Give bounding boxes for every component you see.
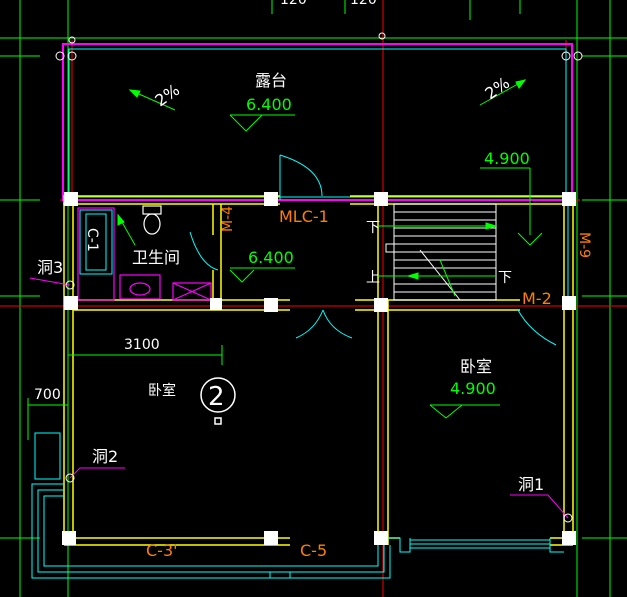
bathroom-window-label: C-1 bbox=[84, 228, 100, 252]
top-dim-2: 120 bbox=[350, 0, 377, 8]
bedroom-right-elevation: 4.900 bbox=[450, 379, 496, 398]
terrace-label: 露台 bbox=[255, 71, 287, 90]
top-dim-1: 120 bbox=[280, 0, 307, 8]
corridor-elevation: 6.400 bbox=[248, 248, 294, 267]
stair-down-top: 下 bbox=[366, 220, 380, 236]
leader-lines bbox=[29, 277, 573, 523]
terrace-parapet bbox=[62, 43, 573, 201]
dimension-lines bbox=[27, 345, 223, 440]
drawing-text: 120 120 露台 6.400 2% 2% 4.900 卫生间 C-1 MLC… bbox=[34, 0, 592, 560]
column-circles bbox=[55, 32, 583, 61]
stair-up: 上 bbox=[366, 270, 380, 286]
door-mlc1-label: MLC-1 bbox=[279, 207, 329, 226]
slope-right-label: 2% bbox=[481, 73, 513, 103]
stair-down-bottom: 下 bbox=[498, 270, 512, 286]
section-mark-number: 2 bbox=[208, 382, 225, 412]
staircase bbox=[385, 203, 497, 301]
windows-cyan bbox=[31, 154, 569, 579]
window-c3-label: C-3' bbox=[146, 541, 178, 560]
door-m9-label: M-9 bbox=[576, 232, 592, 258]
slope-arrows bbox=[128, 79, 527, 111]
dim-3100: 3100 bbox=[124, 337, 160, 353]
window-c5-label: C-5 bbox=[300, 541, 327, 560]
hole3-label: 洞3 bbox=[37, 258, 63, 277]
hole1-label: 洞1 bbox=[518, 475, 544, 494]
slope-left-label: 2% bbox=[151, 80, 183, 110]
stair-landing-elevation: 4.900 bbox=[484, 149, 530, 168]
elevation-markers bbox=[229, 114, 543, 419]
columns bbox=[62, 192, 576, 545]
bedroom-left-label: 卧室 bbox=[148, 382, 176, 399]
bathroom-fixtures bbox=[77, 205, 212, 301]
stair-arrows bbox=[378, 222, 498, 297]
bedroom-right-label: 卧室 bbox=[460, 357, 492, 376]
terrace-elevation: 6.400 bbox=[246, 95, 292, 114]
section-mark bbox=[200, 377, 236, 425]
dim-700: 700 bbox=[34, 387, 61, 403]
bath-leader bbox=[117, 213, 136, 246]
hole2-label: 洞2 bbox=[92, 447, 118, 466]
bathroom-label: 卫生间 bbox=[132, 248, 180, 267]
door-m2-label: M-2 bbox=[522, 289, 552, 308]
door-m4-label: M-4 bbox=[220, 206, 236, 232]
